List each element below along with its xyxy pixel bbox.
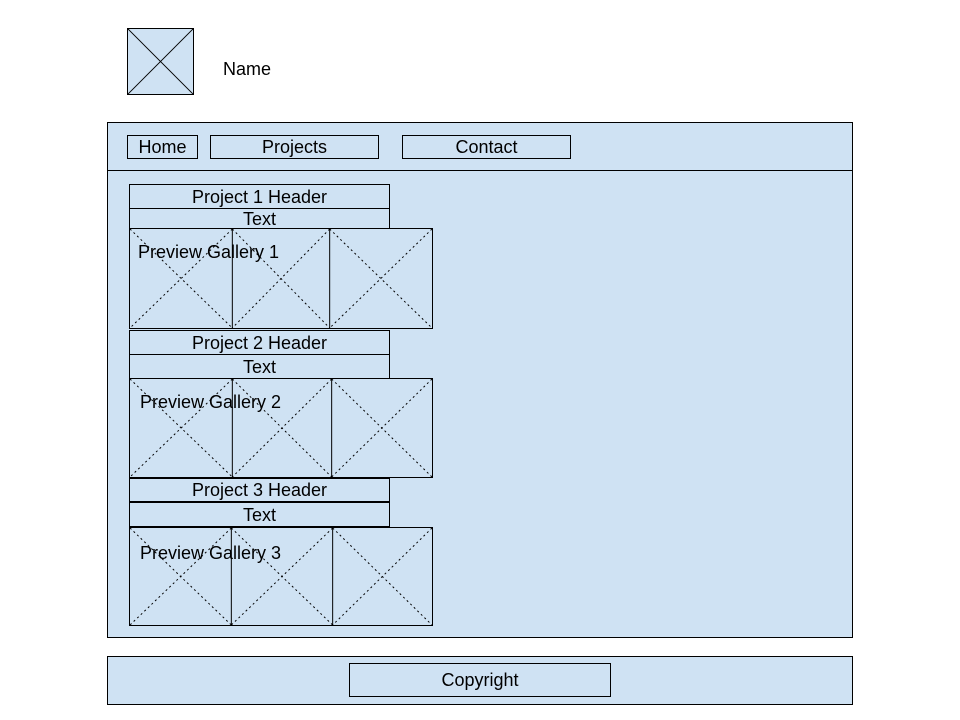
- gallery-image-placeholders-icon: [130, 379, 432, 477]
- preview-gallery: Preview Gallery 2: [129, 378, 433, 478]
- gallery-image-placeholders-icon: [130, 528, 432, 625]
- nav-divider: [107, 170, 853, 171]
- preview-gallery: Preview Gallery 3: [129, 527, 433, 626]
- preview-gallery: Preview Gallery 1: [129, 228, 433, 329]
- nav-contact-button[interactable]: Contact: [402, 135, 571, 159]
- project-text: Text: [129, 502, 390, 527]
- project-text: Text: [129, 208, 390, 229]
- project-header: Project 2 Header: [129, 330, 390, 355]
- image-placeholder-icon: [128, 29, 193, 94]
- nav-projects-button[interactable]: Projects: [210, 135, 379, 159]
- gallery-label: Preview Gallery 1: [138, 242, 280, 262]
- gallery-label: Preview Gallery 3: [140, 543, 282, 563]
- nav-home-button[interactable]: Home: [127, 135, 198, 159]
- logo-image-placeholder: [127, 28, 194, 95]
- gallery-label: Preview Gallery 2: [140, 392, 282, 412]
- copyright-box: Copyright: [349, 663, 611, 697]
- gallery-image-placeholders-icon: [130, 229, 432, 328]
- project-text: Text: [129, 354, 390, 379]
- project-header: Project 3 Header: [129, 478, 390, 502]
- site-name: Name: [223, 59, 272, 79]
- project-header: Project 1 Header: [129, 184, 390, 209]
